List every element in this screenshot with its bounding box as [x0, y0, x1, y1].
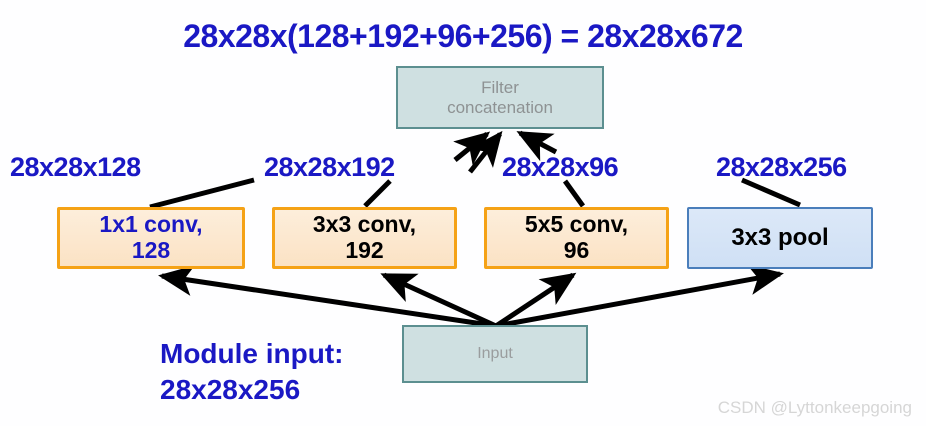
node-pool-3x3: 3x3 pool	[687, 207, 873, 269]
conv-5x5-line2: 96	[563, 237, 590, 263]
module-caption-line1: Module input:	[160, 338, 344, 369]
arrow-pool-up	[741, 177, 801, 208]
node-input: Input	[402, 325, 588, 383]
filter-concatenation-node: Filter concatenation	[396, 66, 604, 129]
output-dim-label-conv-1x1: 28x28x128	[10, 152, 141, 182]
arrow-to-concat-left	[453, 131, 491, 166]
arrow-to-concat-center	[468, 130, 503, 174]
input-fanout-arrows	[158, 264, 784, 329]
node-conv-3x3: 3x3 conv, 192	[272, 207, 457, 269]
pool-3x3-label: 3x3 pool	[731, 223, 829, 251]
output-dim-label-conv-5x5: 28x28x96	[502, 152, 619, 182]
conv-1x1-line1: 1x1 conv,	[99, 211, 203, 238]
conv-1x1-line2: 128	[131, 237, 171, 263]
arrow-input-to-conv3x3	[380, 272, 498, 329]
output-dim-label-pool-3x3: 28x28x256	[716, 152, 847, 182]
arrow-conv5x5-up	[562, 179, 586, 208]
input-label: Input	[477, 345, 513, 363]
page-title: 28x28x(128+192+96+256) = 28x28x672	[183, 18, 743, 54]
arrow-conv3x3-up	[363, 179, 392, 208]
arrow-input-to-pool	[495, 264, 784, 329]
module-caption-line2: 28x28x256	[160, 373, 301, 405]
arrow-input-to-conv5x5	[494, 272, 577, 329]
conv-3x3-line1: 3x3 conv,	[312, 211, 417, 238]
conv-5x5-line1: 5x5 conv,	[524, 211, 629, 238]
node-conv-5x5: 5x5 conv, 96	[484, 207, 669, 269]
concat-label-line1: Filter	[481, 78, 519, 98]
node-conv-1x1: 1x1 conv, 128	[57, 207, 245, 269]
arrow-to-concat-right	[516, 130, 558, 162]
branch-output-arrows	[149, 177, 801, 210]
arrow-input-to-conv1x1	[158, 265, 497, 329]
module-input-caption: Module input: 28x28x256	[160, 336, 344, 408]
watermark-text: CSDN @Lyttonkeepgoing	[717, 398, 912, 417]
arrow-conv1x1-up	[149, 177, 255, 210]
conv-3x3-line2: 192	[345, 237, 384, 263]
concat-label-line2: concatenation	[447, 97, 553, 117]
output-dim-label-conv-3x3: 28x28x192	[264, 152, 395, 182]
